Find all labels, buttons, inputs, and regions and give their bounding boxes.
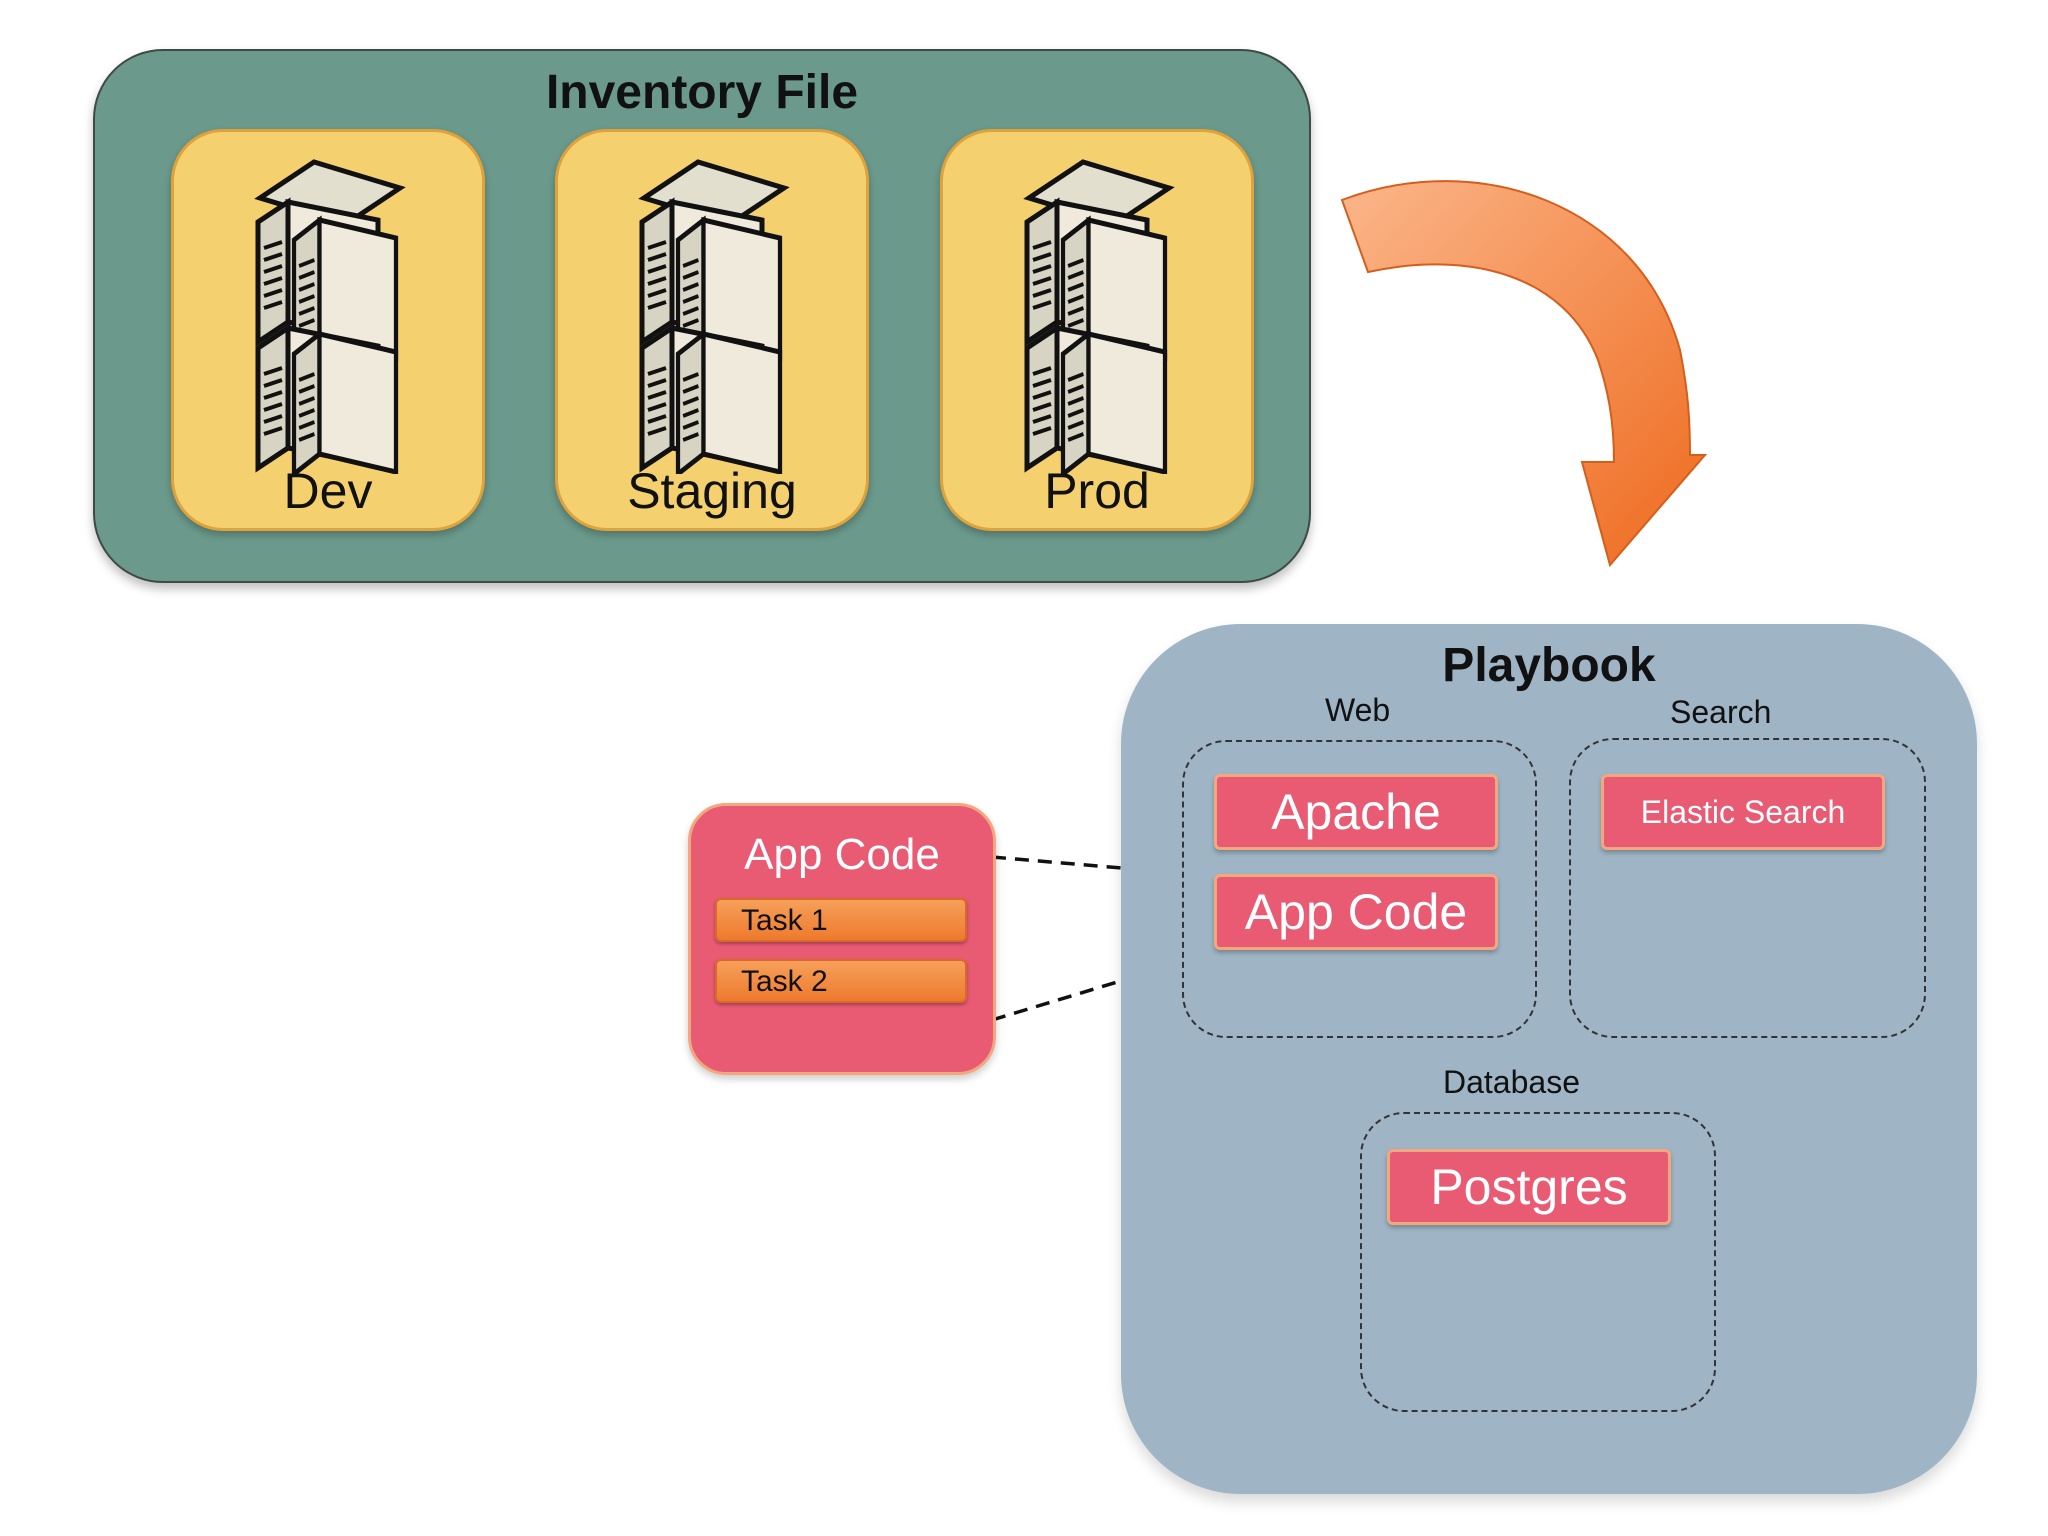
group-box-database [1360, 1112, 1716, 1412]
task-item: Task 1 [715, 898, 967, 942]
role-postgres: Postgres [1387, 1149, 1671, 1225]
curved-arrow-icon [1340, 180, 1708, 568]
group-label-web: Web [1325, 692, 1391, 728]
env-card-staging: Staging [555, 129, 869, 531]
env-card-prod: Prod [940, 129, 1254, 531]
task-item: Task 2 [715, 959, 967, 1003]
env-label-staging: Staging [627, 463, 797, 519]
role-detail-card: App Code Task 1 Task 2 [688, 803, 996, 1075]
group-box-search [1569, 738, 1926, 1038]
role-app-code: App Code [1214, 874, 1498, 950]
role-elastic-search: Elastic Search [1601, 774, 1885, 850]
group-label-database: Database [1443, 1064, 1580, 1100]
group-label-search: Search [1670, 694, 1772, 730]
env-label-dev: Dev [283, 463, 373, 519]
role-apache: Apache [1214, 774, 1498, 850]
role-detail-title: App Code [744, 830, 940, 879]
group-box-web [1182, 740, 1537, 1038]
env-card-dev: Dev [171, 129, 485, 531]
env-label-prod: Prod [1044, 463, 1150, 519]
playbook-title: Playbook [1442, 639, 1656, 692]
inventory-panel: Inventory File [93, 49, 1311, 583]
playbook-panel: Playbook Web Search Database Apache App … [1121, 624, 1977, 1494]
inventory-title: Inventory File [545, 66, 859, 119]
